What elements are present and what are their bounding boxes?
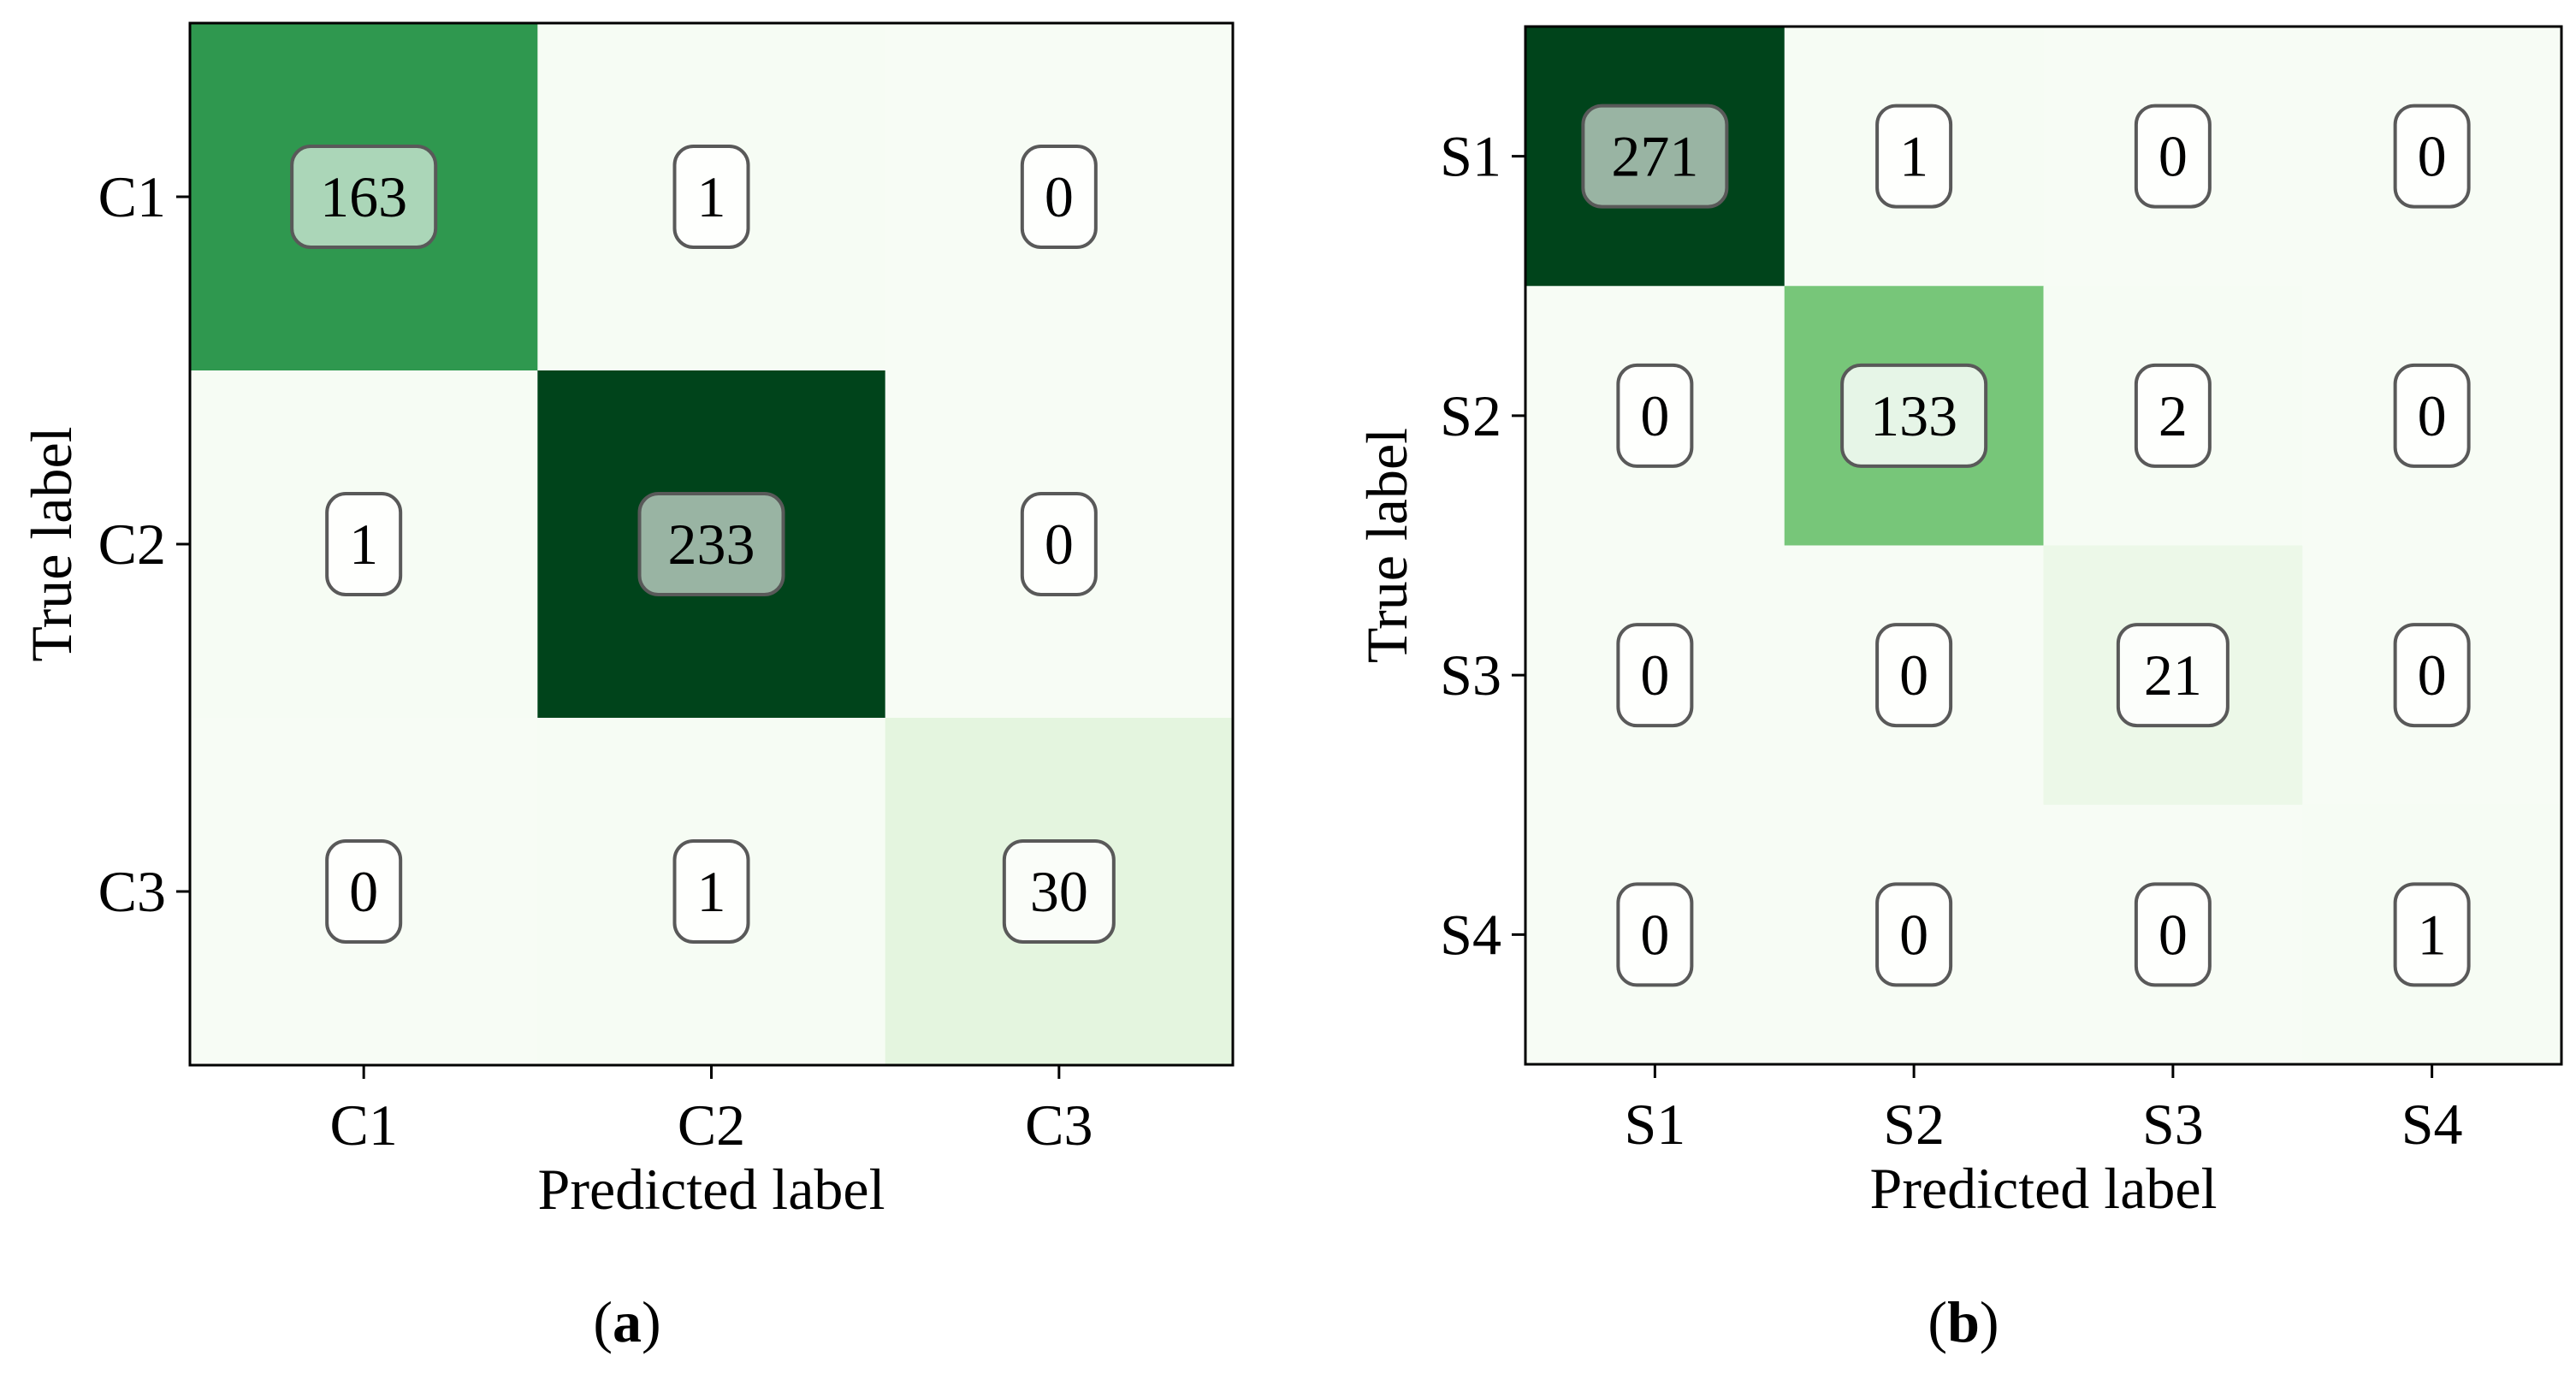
panel-letter: a	[613, 1289, 642, 1354]
cell-value-box	[672, 145, 750, 249]
cell-value-box	[2393, 104, 2471, 209]
x-axis-label: Predicted label	[1870, 1156, 2218, 1221]
cell-value: 0	[2418, 124, 2447, 189]
y-axis-label: True label	[1354, 428, 1419, 663]
cell-value-box	[1020, 492, 1098, 596]
cell-value-box	[2134, 104, 2212, 209]
cell-value-box	[2393, 363, 2471, 468]
y-axis-label: True label	[19, 426, 84, 661]
cell-value-box	[1616, 363, 1694, 468]
cell-value-box	[1581, 104, 1729, 209]
cell-value-box	[637, 492, 785, 596]
y-tick-label: C3	[98, 859, 166, 924]
axes-frame	[1524, 25, 2563, 1066]
x-tick-label: S3	[2142, 1092, 2204, 1157]
panel-label: (b)	[1928, 1289, 1999, 1354]
cell-value-box	[290, 145, 438, 249]
y-tick-label: S2	[1440, 383, 1501, 448]
x-tick-label: C3	[1025, 1093, 1093, 1158]
cell-value: 2	[2159, 383, 2188, 448]
x-tick-label: S4	[2401, 1092, 2463, 1157]
cell-value-box	[672, 839, 750, 944]
cell-value-box	[1616, 623, 1694, 728]
cell-value: 0	[1045, 512, 1074, 577]
cell-value: 1	[349, 512, 378, 577]
cell-value-box	[325, 839, 403, 944]
cell-value: 163	[320, 164, 407, 229]
cell-value: 133	[1870, 383, 1957, 448]
x-tick-label: S2	[1883, 1092, 1945, 1157]
cell-value-box	[1875, 104, 1953, 209]
panel-label: (a)	[593, 1289, 660, 1354]
cell-value: 30	[1030, 859, 1088, 924]
cell-value: 233	[668, 512, 755, 577]
cell-value-box	[2134, 882, 2212, 987]
cell-value-box	[1020, 145, 1098, 249]
cell-value: 1	[2418, 902, 2447, 967]
y-tick-label: C1	[98, 164, 166, 229]
cell-value-box	[2393, 623, 2471, 728]
cell-value: 0	[1640, 902, 1669, 967]
x-axis-label: Predicted label	[538, 1157, 885, 1222]
cell-value: 1	[697, 859, 726, 924]
cell-value-box	[1002, 839, 1116, 944]
cell-value: 0	[349, 859, 378, 924]
cell-value: 0	[1045, 164, 1074, 229]
x-tick-label: C2	[678, 1093, 745, 1158]
y-tick-label: S1	[1440, 124, 1501, 189]
cell-value: 0	[2159, 902, 2188, 967]
cell-value-box	[2116, 623, 2230, 728]
cell-value: 0	[2418, 383, 2447, 448]
cell-value-box	[325, 492, 403, 596]
y-tick-label: S3	[1440, 643, 1501, 708]
cell-value: 21	[2144, 643, 2202, 708]
cell-value-box	[2134, 363, 2212, 468]
cell-value: 271	[1611, 124, 1698, 189]
cell-value: 0	[1899, 902, 1928, 967]
cell-value: 0	[1640, 643, 1669, 708]
cell-value: 1	[697, 164, 726, 229]
cell-value: 0	[1640, 383, 1669, 448]
x-tick-label: S1	[1624, 1092, 1685, 1157]
cell-value-box	[2393, 882, 2471, 987]
cell-value: 0	[1899, 643, 1928, 708]
cell-value-box	[1840, 363, 1988, 468]
cell-value: 0	[2418, 643, 2447, 708]
y-tick-label: C2	[98, 512, 166, 577]
cell-value-box	[1875, 882, 1953, 987]
y-tick-label: S4	[1440, 902, 1501, 967]
panel-letter: b	[1947, 1289, 1980, 1354]
cell-value: 0	[2159, 124, 2188, 189]
cell-value-box	[1616, 882, 1694, 987]
x-tick-label: C1	[329, 1093, 397, 1158]
cell-value: 1	[1899, 124, 1928, 189]
cell-value-box	[1875, 623, 1953, 728]
